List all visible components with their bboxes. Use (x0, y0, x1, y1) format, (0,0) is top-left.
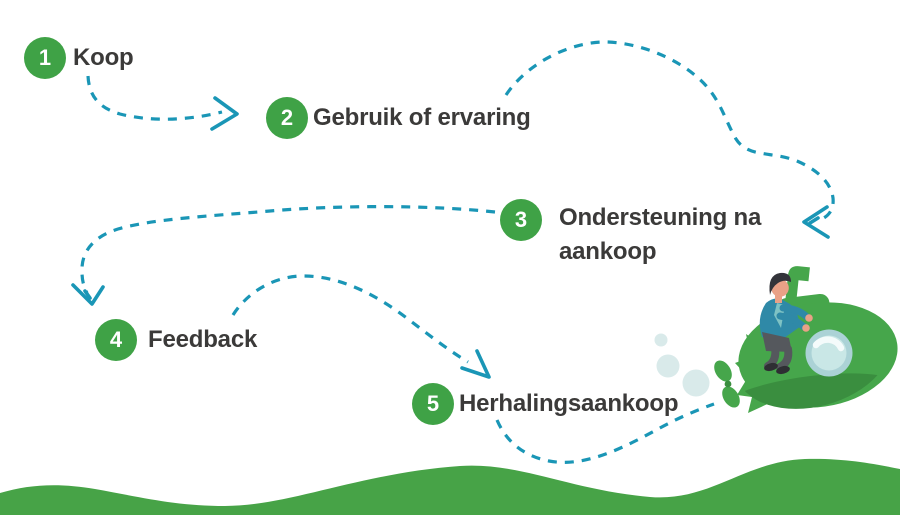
arrowhead-left-icon (802, 205, 830, 239)
rider (759, 272, 813, 375)
step-5-badge: 5 (412, 383, 454, 425)
rider-arm-upper (779, 304, 811, 321)
propeller (714, 360, 740, 408)
step-1-label: Koop (73, 44, 134, 71)
rider-pants (762, 332, 792, 352)
step-3-label: Ondersteuning na aankoop (559, 204, 762, 265)
bubble-small (654, 333, 668, 347)
rider-hair (769, 272, 791, 295)
step-4-badge: 4 (95, 319, 137, 361)
rider-shoe-front (776, 365, 790, 375)
rider-neck (775, 295, 782, 303)
rider-hand-lower (802, 324, 810, 332)
rider-shoe-back (764, 362, 778, 372)
step-5-label: Herhalingsaankoop (459, 390, 679, 417)
connector-2-3 (504, 40, 835, 221)
connector-3-4 (80, 205, 496, 294)
rider-leg-front (776, 345, 793, 371)
connector-5-submarine (495, 402, 715, 464)
step-4-label: Feedback (148, 326, 258, 353)
arrowhead-down-tick-icon (83, 289, 92, 300)
rider-hand-upper (805, 314, 813, 322)
connector-4-5 (231, 274, 469, 364)
submarine-illustration (714, 266, 900, 419)
periscope (785, 266, 810, 303)
bubble-large (682, 369, 710, 397)
bubble-medium (656, 354, 680, 378)
connector-1-2 (86, 75, 223, 121)
step-3-badge: 3 (500, 199, 542, 241)
water-wave (0, 458, 900, 515)
rider-arm-lower (776, 312, 808, 331)
arrowhead-left-tick-icon (808, 216, 820, 225)
step-2-label: Gebruik of ervaring (313, 104, 531, 131)
porthole (805, 329, 853, 377)
bubbles (654, 333, 710, 397)
arrowhead-right-icon (210, 96, 239, 131)
arrowhead-down-right-icon (460, 349, 491, 379)
step-1-badge: 1 (24, 37, 66, 79)
arrowhead-down-icon (71, 283, 105, 306)
step-2-badge: 2 (266, 97, 308, 139)
